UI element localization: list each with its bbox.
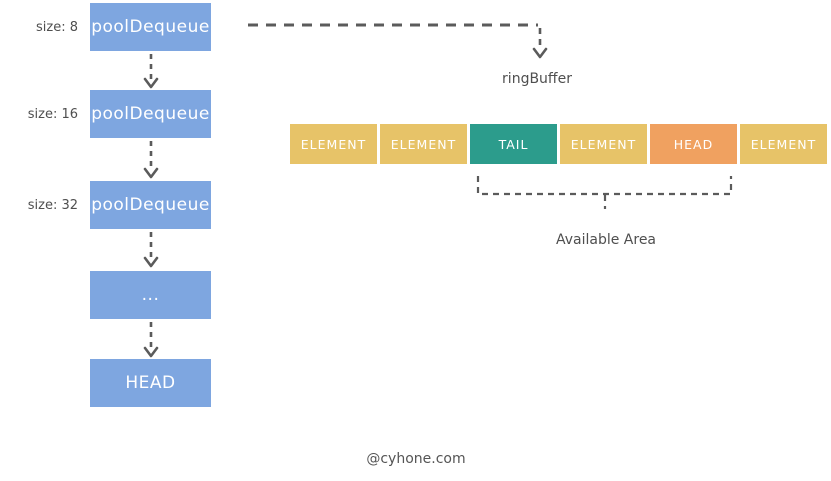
ring-buffer-cell-element: ELEMENT	[740, 124, 827, 164]
pooldequeue-box: poolDequeue	[90, 90, 211, 138]
ring-buffer-arrow-icon	[248, 23, 548, 59]
ring-buffer-cell-element: ELEMENT	[290, 124, 377, 164]
ring-buffer-label: ringBuffer	[502, 71, 572, 87]
ring-buffer-row: ELEMENT ELEMENT TAIL ELEMENT HEAD ELEMEN…	[290, 124, 827, 164]
head-box: HEAD	[90, 359, 211, 407]
available-area-label: Available Area	[555, 232, 657, 248]
chain-arrow-down-icon	[143, 322, 159, 358]
size-label: size: 16	[27, 106, 78, 122]
size-label: size: 8	[36, 19, 78, 35]
ring-buffer-cell-head: HEAD	[650, 124, 737, 164]
size-label: size: 32	[27, 197, 78, 213]
pooldequeue-box: poolDequeue	[90, 181, 211, 229]
credit-text: @cyhone.com	[366, 451, 466, 467]
chain-arrow-down-icon	[143, 54, 159, 89]
available-area-bracket	[476, 176, 733, 209]
ring-buffer-cell-tail: TAIL	[470, 124, 557, 164]
chain-arrow-down-icon	[143, 232, 159, 268]
ellipsis-box: ...	[90, 271, 211, 319]
pooldequeue-box: poolDequeue	[90, 3, 211, 51]
ring-buffer-cell-element: ELEMENT	[560, 124, 647, 164]
ring-buffer-cell-element: ELEMENT	[380, 124, 467, 164]
chain-arrow-down-icon	[143, 141, 159, 179]
